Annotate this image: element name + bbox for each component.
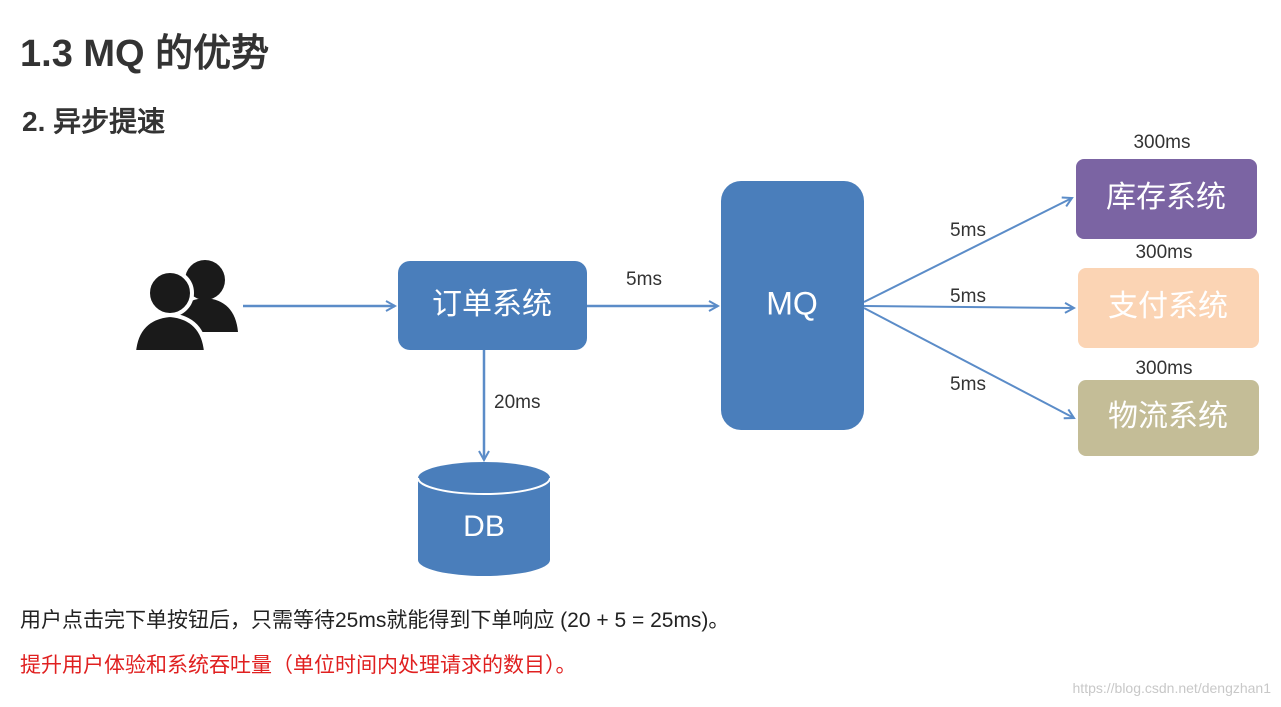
benefit-note: 提升用户体验和系统吞吐量（单位时间内处理请求的数目）。	[20, 654, 577, 677]
logistics-system-node: 物流系统	[1078, 380, 1259, 456]
inventory-system-label: 库存系统	[1106, 181, 1226, 214]
mq-to-payment-time-label: 5ms	[950, 286, 986, 307]
users-icon	[131, 260, 238, 354]
mq-to-inventory-arrow	[863, 198, 1072, 303]
order-to-db-time-label: 20ms	[494, 392, 540, 413]
logistics-time-label: 300ms	[1135, 358, 1192, 379]
inventory-time-label: 300ms	[1133, 132, 1190, 153]
order-system-node: 订单系统	[398, 261, 587, 350]
payment-time-label: 300ms	[1135, 242, 1192, 263]
order-system-label: 订单系统	[432, 288, 552, 321]
logistics-system-label: 物流系统	[1108, 400, 1228, 433]
payment-system-label: 支付系统	[1108, 290, 1228, 323]
mq-to-payment-arrow	[863, 306, 1074, 308]
section-subtitle: 2. 异步提速	[22, 106, 166, 137]
payment-system-node: 支付系统	[1078, 268, 1259, 348]
mq-to-inventory-time-label: 5ms	[950, 220, 986, 241]
inventory-system-node: 库存系统	[1076, 159, 1257, 239]
db-node: DB	[417, 462, 551, 576]
watermark: https://blog.csdn.net/dengzhan1	[1072, 680, 1271, 696]
db-label: DB	[463, 510, 505, 543]
mq-label: MQ	[766, 285, 818, 321]
mq-to-logistics-arrow	[863, 307, 1074, 418]
mq-to-logistics-time-label: 5ms	[950, 374, 986, 395]
response-time-note: 用户点击完下单按钮后，只需等待25ms就能得到下单响应 (20 + 5 = 25…	[20, 609, 730, 632]
mq-node: MQ	[721, 181, 864, 430]
order-to-mq-time-label: 5ms	[626, 269, 662, 290]
page-title: 1.3 MQ 的优势	[20, 33, 270, 75]
